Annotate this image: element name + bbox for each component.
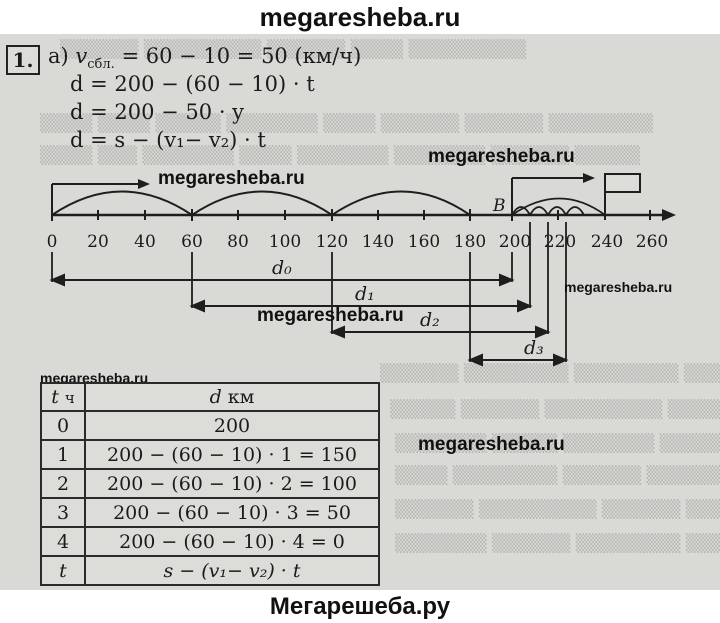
table-row: 3 200 − (60 − 10) · 3 = 50 — [40, 497, 380, 528]
cell-t: 3 — [40, 497, 86, 528]
cell-t: t — [40, 555, 86, 586]
tick-label: 0 — [47, 232, 58, 252]
watermark: megaresheba.ru — [428, 146, 575, 167]
background-print: ▒▒▒▒ ▒▒▒▒▒▒▒▒ ▒▒▒▒▒▒ ▒▒▒▒▒▒ ▒▒▒▒▒ — [395, 466, 720, 486]
values-table: t ч d км 0 200 1 200 − (60 − 10) · 1 = 1… — [40, 382, 380, 586]
number-line-diagram: 0 20 40 60 80 100 120 140 160 180 200 22… — [47, 173, 676, 367]
site-watermark-top: megaresheba.ru — [0, 0, 720, 36]
velocity-symbol: v — [75, 44, 88, 68]
table-header-row: t ч d км — [40, 382, 380, 412]
table-row: 2 200 − (60 − 10) · 2 = 100 — [40, 468, 380, 499]
background-print: ▒▒▒▒▒▒ ▒▒▒▒▒▒▒▒▒ ▒▒▒▒▒▒ ▒▒▒▒ ▒▒▒▒▒▒▒▒▒ — [60, 40, 527, 60]
exercise-number: 1. — [6, 45, 40, 75]
formula-line-3: d = 200 − 50 · y — [70, 100, 245, 124]
flag-arrowhead — [583, 173, 595, 183]
velocity-formula: = 60 − 10 = 50 (км/ч) — [114, 44, 362, 68]
tick-label: 100 — [269, 232, 301, 252]
background-print: ▒▒▒▒▒▒ ▒▒▒▒▒▒▒▒▒ ▒▒▒▒▒▒ ▒▒▒▒▒▒ — [395, 500, 720, 520]
part-label: а) — [48, 44, 69, 68]
jump-arc — [191, 190, 333, 216]
tick-label: 60 — [181, 232, 203, 252]
d3-label: d₃ — [524, 337, 544, 359]
table-row: 0 200 — [40, 410, 380, 441]
tick-label: 260 — [636, 232, 668, 252]
velocity-line: а) vсбл. = 60 − 10 = 50 (км/ч) — [48, 44, 361, 72]
watermark: megaresheba.ru — [418, 434, 565, 455]
tick-label: 40 — [134, 232, 156, 252]
watermark: megaresheba.ru — [564, 279, 673, 295]
table-row: 1 200 − (60 − 10) · 1 = 150 — [40, 439, 380, 470]
formula-line-2: d = 200 − (60 − 10) · t — [70, 72, 315, 96]
cell-t: 0 — [40, 410, 86, 441]
watermark: megaresheba.ru — [158, 168, 305, 189]
cell-t: 1 — [40, 439, 86, 470]
velocity-subscript: сбл. — [87, 57, 115, 73]
background-print: ▒▒▒▒▒▒ ▒▒▒▒▒▒▒▒ ▒▒▒▒▒▒▒▒ ▒▒▒▒▒▒ — [380, 364, 720, 384]
cell-t: 4 — [40, 526, 86, 557]
tick-label: 140 — [362, 232, 394, 252]
background-print: ▒▒▒▒ ▒▒▒ ▒▒▒▒▒▒▒ ▒▒▒▒ ▒▒▒▒▒▒▒ ▒▒▒▒▒▒▒ ▒▒… — [40, 146, 640, 166]
jump-arc — [331, 190, 471, 216]
tick-label: 220 — [544, 232, 576, 252]
cell-d: s − (v₁− v₂) · t — [84, 555, 380, 586]
header-d: d км — [84, 382, 380, 412]
d2-label: d₂ — [420, 309, 440, 331]
cell-d: 200 − (60 − 10) · 4 = 0 — [84, 526, 380, 557]
cell-d: 200 − (60 − 10) · 2 = 100 — [84, 468, 380, 499]
header-t: t ч — [40, 382, 86, 412]
textbook-page: ▒▒▒▒▒▒ ▒▒▒▒▒▒▒▒▒ ▒▒▒▒▒▒ ▒▒▒▒ ▒▒▒▒▒▒▒▒▒ ▒… — [0, 34, 720, 590]
background-print: ▒▒▒▒▒▒▒ ▒▒▒▒▒ ▒▒▒▒▒▒▒ ▒▒▒▒▒▒▒▒▒ — [395, 434, 720, 454]
d0-label: d₀ — [272, 257, 292, 279]
axis-arrowhead — [662, 209, 676, 221]
tick-label: 160 — [408, 232, 440, 252]
tick-label: 20 — [87, 232, 109, 252]
background-print: ▒▒▒▒ ▒▒▒▒ ▒▒▒▒▒ ▒▒▒▒▒▒▒ ▒▒▒▒ ▒▒▒▒▒▒ ▒▒▒▒… — [40, 114, 654, 134]
jump-arc — [51, 190, 193, 216]
tick-label: 180 — [454, 232, 486, 252]
tick-label: 80 — [227, 232, 249, 252]
d1-label: d₁ — [355, 283, 375, 305]
formula-line-4: d = s − (v₁− v₂) · t — [70, 128, 266, 152]
tick-label: 240 — [591, 232, 623, 252]
background-print: ▒▒▒▒▒ ▒▒▒▒▒▒ ▒▒▒▒▒▒▒▒▒ ▒▒▒▒▒▒▒▒ — [390, 400, 720, 420]
motion-arrowhead — [138, 179, 150, 189]
watermark: megaresheba.ru — [257, 305, 404, 326]
flag — [604, 173, 641, 193]
point-b-label: B — [492, 196, 506, 216]
site-watermark-bottom: Мегарешеба.ру — [0, 590, 720, 623]
table-row: 4 200 − (60 − 10) · 4 = 0 — [40, 526, 380, 557]
cell-d: 200 − (60 − 10) · 3 = 50 — [84, 497, 380, 528]
cell-t: 2 — [40, 468, 86, 499]
background-print: ▒▒▒▒▒▒▒ ▒▒▒▒▒▒ ▒▒▒▒▒▒▒▒ ▒▒▒▒▒ — [395, 534, 720, 554]
cell-d: 200 − (60 − 10) · 1 = 150 — [84, 439, 380, 470]
tick-marks — [51, 209, 651, 221]
cell-d: 200 — [84, 410, 380, 441]
tick-label: 200 — [499, 232, 531, 252]
tick-label: 120 — [316, 232, 348, 252]
table-row: t s − (v₁− v₂) · t — [40, 555, 380, 586]
